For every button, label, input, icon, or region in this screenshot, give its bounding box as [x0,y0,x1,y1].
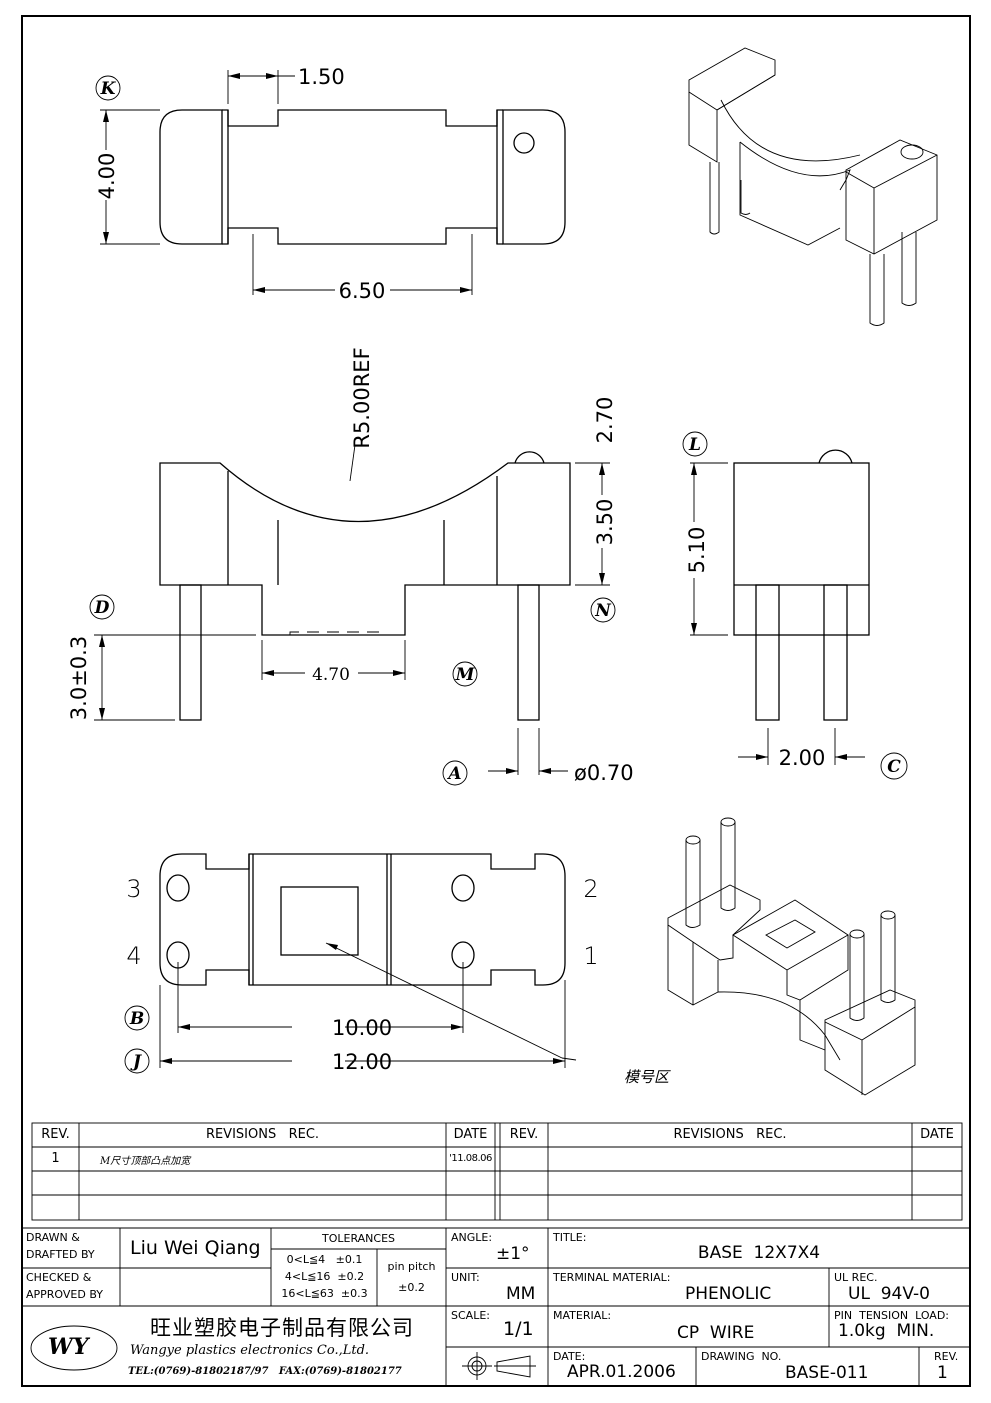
dim-pin-length: 3.0±0.3 [67,636,91,720]
scale-label: SCALE: [451,1309,490,1322]
dim-side-height: 5.10 [685,527,709,574]
isometric-view-bottom [667,817,916,1096]
checked-label: CHECKED & [26,1271,92,1284]
date-header-2: DATE [920,1127,954,1142]
title-block-grid [22,1227,970,1386]
material-value: CP WIRE [677,1323,755,1343]
callout-c: C [887,757,901,777]
pin-pitch-label: pin pitch [387,1260,436,1273]
revision-table-grid [31,1122,963,1221]
top-view [95,70,566,295]
company-name-cn: 旺业塑胶电子制品有限公司 [150,1316,414,1340]
company-contact: TEL:(0769)-81802187/97 FAX:(0769)-818021… [128,1366,402,1377]
ul-rec-label: UL REC. [834,1271,878,1284]
tolerance-row-1: 0<L≦4 ±0.1 [286,1253,363,1266]
callout-a: A [446,764,461,784]
rev-header-2: REV. [509,1127,539,1142]
date-header: DATE [453,1127,488,1142]
material-label: MATERIAL: [553,1309,612,1322]
dim-pin-stub: 2.70 [593,397,617,444]
tolerance-row-3: 16<L≦63 ±0.3 [281,1287,368,1300]
angle-label: ANGLE: [451,1231,493,1244]
dim-body-height: 3.50 [593,499,617,546]
dim-pin-diameter: ø0.70 [574,761,634,785]
rev-label: REV. [934,1350,959,1363]
drawing-frame [21,15,971,1387]
pin-pitch-tolerance: ±0.2 [398,1281,425,1294]
drafted-label: DRAFTED BY [26,1248,95,1261]
row-rec: M尺寸顶部凸点加宽 [100,1156,191,1167]
scale-value: 1/1 [503,1318,534,1340]
company-name-en: Wangye plastics electronics Co.,Ltd. [130,1343,370,1358]
angle-value: ±1° [496,1244,530,1264]
revisions-header-2: REVISIONS REC. [673,1127,787,1142]
terminal-material-value: PHENOLIC [685,1284,772,1304]
date-label: DATE: [553,1350,586,1363]
first-angle-projection-icon [462,1352,536,1380]
callout-l: L [688,435,701,455]
front-view [89,444,616,786]
dim-notch-width: 1.50 [298,65,345,89]
company-logo-oval [30,1325,118,1371]
terminal-material-label: TERMINAL MATERIAL: [553,1271,671,1284]
bottom-view [124,853,577,1074]
drawn-label: DRAWN & [26,1231,80,1244]
date-value: APR.01.2006 [567,1362,676,1382]
dim-radius: R5.00REF [350,347,374,448]
dim-slot-width: 4.70 [312,665,350,685]
drawn-by-value: Liu Wei Qiang [130,1237,261,1259]
tolerances-title: TOLERANCES [321,1232,396,1245]
pin-number-3: 3 [126,875,141,903]
pin-tension-label: PIN TENSION LOAD: [834,1309,950,1322]
rev-header: REV. [41,1127,70,1142]
unit-label: UNIT: [451,1271,480,1284]
callout-j: J [130,1052,142,1072]
callout-b: B [129,1009,144,1029]
rev-value: 1 [937,1363,948,1383]
pin-hole-icon [513,132,535,154]
dim-pin-span: 6.50 [339,279,386,303]
company-logo: WY [48,1334,89,1360]
dim-pin-pitch: 10.00 [332,1016,392,1040]
side-view [682,431,908,780]
dim-width: 4.00 [95,153,119,200]
approved-label: APPROVED BY [26,1288,104,1301]
pin-tension-value: 1.0kg MIN. [838,1321,935,1341]
dim-overall-length: 12.00 [332,1050,392,1074]
row-rev: 1 [51,1151,60,1166]
unit-value: MM [506,1284,536,1304]
ul-rec-value: UL 94V-0 [848,1284,930,1304]
pin-number-1: 1 [583,942,598,970]
drawing-title: BASE 12X7X4 [697,1243,821,1263]
drawing-no-label: DRAWING NO. [701,1350,782,1363]
callout-k: K [100,79,117,99]
dim-side-pin-pitch: 2.00 [779,746,826,770]
drawing-no-value: BASE-011 [785,1363,869,1383]
title-label: TITLE: [553,1231,587,1244]
callout-d: D [94,598,110,618]
callout-n: N [594,601,612,621]
pin-number-4: 4 [126,942,141,970]
pin-number-2: 2 [583,875,598,903]
callout-m: M [455,665,476,685]
revisions-header: REVISIONS REC. [205,1127,320,1142]
marking-area-note: 模号区 [624,1068,671,1086]
isometric-view-top [688,47,938,326]
row-date: '11.08.06 [449,1153,492,1164]
tolerance-row-2: 4<L≦16 ±0.2 [284,1270,365,1283]
